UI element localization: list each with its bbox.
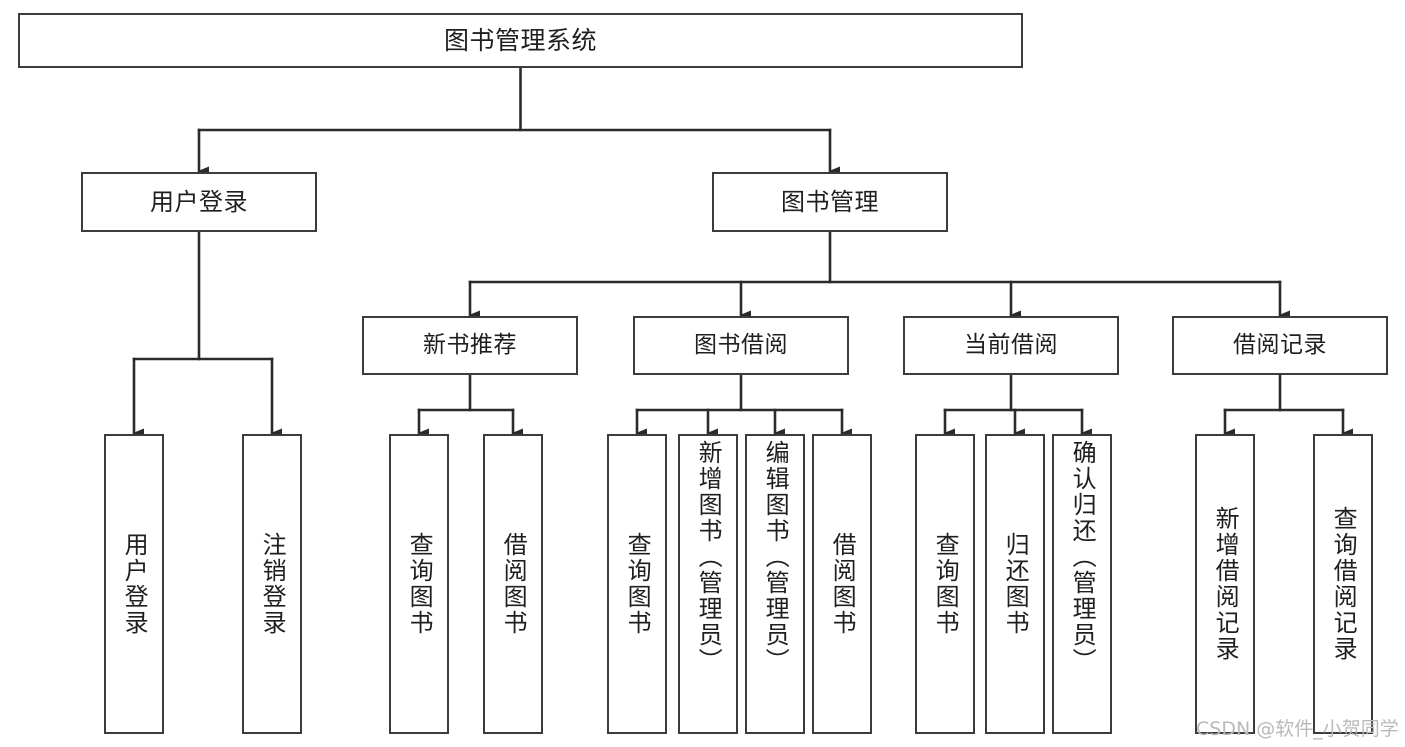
node-leaf-query-record: 查询借阅记录 [1313, 434, 1373, 734]
node-label: 用户登录 [150, 187, 248, 216]
node-label: 借阅记录 [1233, 331, 1327, 358]
node-leaf-user-logout: 注销登录 [242, 434, 302, 734]
node-label: 图书管理系统 [443, 25, 597, 55]
node-label: 借阅图书 [499, 532, 528, 636]
node-label: 图书借阅 [694, 331, 788, 358]
node-user-login: 用户登录 [81, 172, 317, 232]
node-leaf-query-book-rec: 查询图书 [389, 434, 449, 734]
node-leaf-confirm-return: 确认归还（管理员） [1052, 434, 1112, 734]
node-leaf-borrow-book-rec: 借阅图书 [483, 434, 543, 734]
node-current-borrow: 当前借阅 [903, 316, 1119, 375]
node-label: 新增图书（管理员） [694, 440, 723, 674]
node-label: 借阅图书 [828, 532, 857, 636]
node-label: 查询图书 [623, 532, 652, 636]
node-leaf-add-record: 新增借阅记录 [1195, 434, 1255, 734]
node-leaf-return-book: 归还图书 [985, 434, 1045, 734]
node-root: 图书管理系统 [18, 13, 1023, 68]
node-leaf-borrow-book: 借阅图书 [812, 434, 872, 734]
node-label: 查询图书 [405, 532, 434, 636]
node-label: 用户登录 [120, 532, 149, 636]
node-leaf-user-login: 用户登录 [104, 434, 164, 734]
node-label: 当前借阅 [964, 331, 1058, 358]
node-borrow-record: 借阅记录 [1172, 316, 1388, 375]
node-label: 新书推荐 [423, 331, 517, 358]
node-label: 图书管理 [781, 187, 879, 216]
node-label: 归还图书 [1001, 532, 1030, 636]
node-label: 编辑图书（管理员） [761, 440, 790, 674]
node-label: 查询借阅记录 [1329, 506, 1358, 662]
node-label: 确认归还（管理员） [1068, 440, 1097, 674]
node-leaf-query-book: 查询图书 [607, 434, 667, 734]
node-leaf-edit-book: 编辑图书（管理员） [745, 434, 805, 734]
node-label: 查询图书 [931, 532, 960, 636]
node-leaf-query-book-cur: 查询图书 [915, 434, 975, 734]
node-label: 注销登录 [258, 532, 287, 636]
node-leaf-add-book: 新增图书（管理员） [678, 434, 738, 734]
node-label: 新增借阅记录 [1211, 506, 1240, 662]
node-book-borrow: 图书借阅 [633, 316, 849, 375]
node-new-book-rec: 新书推荐 [362, 316, 578, 375]
node-book-manage: 图书管理 [712, 172, 948, 232]
